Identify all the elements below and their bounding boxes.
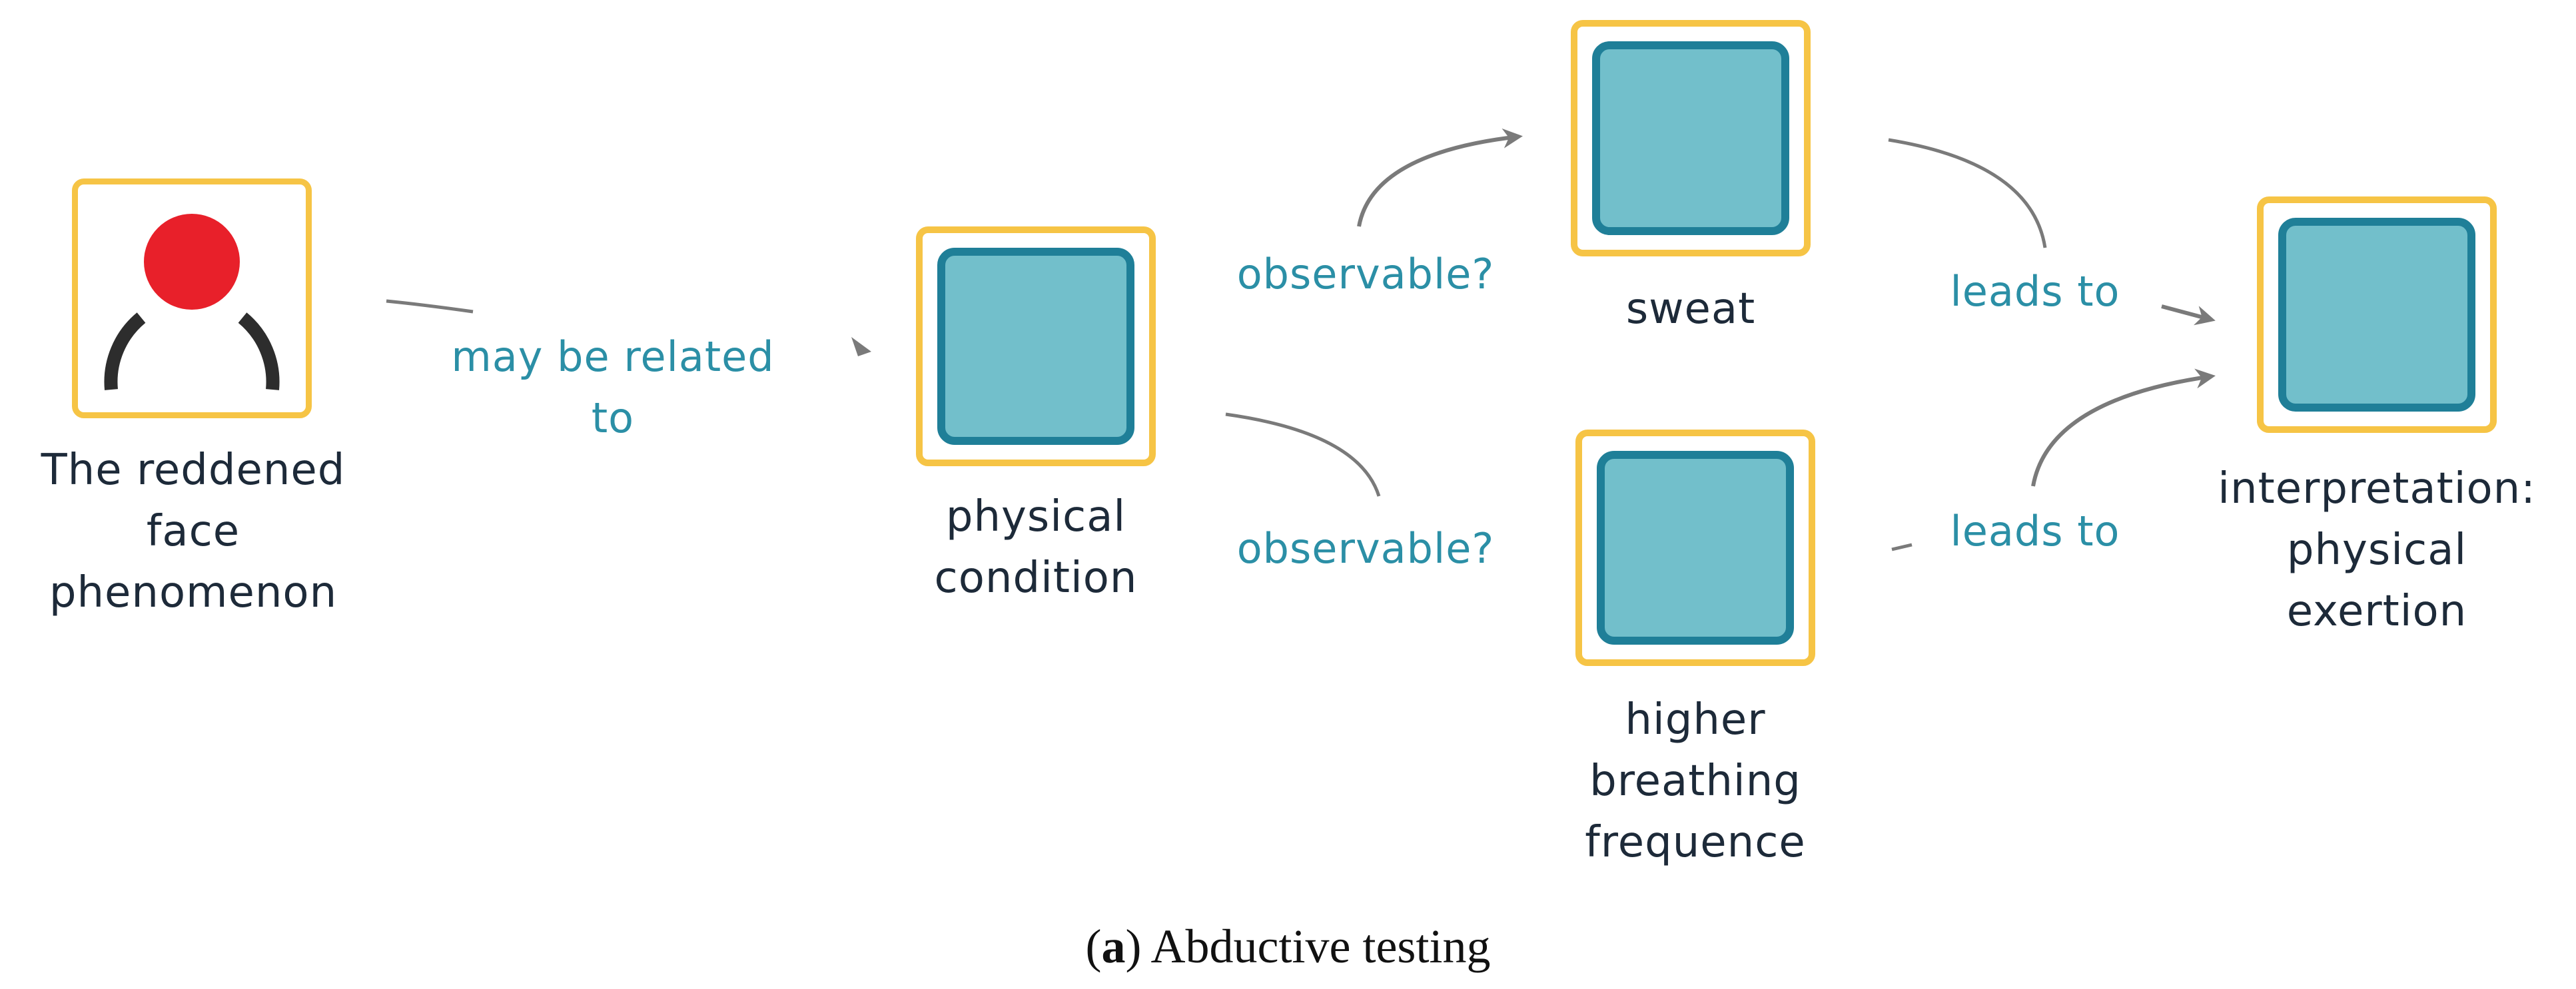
- node-phenomenon: [72, 178, 312, 418]
- figure-caption: (a) Abductive testing: [1085, 920, 1491, 973]
- node-label-phenomenon: The reddened face phenomenon: [41, 446, 346, 617]
- node-label-sweat: sweat: [1625, 284, 1756, 334]
- edge-label-leads-to-top: leads to: [1950, 267, 2120, 316]
- node-physical-condition: [916, 226, 1156, 466]
- node-square: [2278, 218, 2475, 412]
- edge-label-observable-top: observable?: [1236, 250, 1495, 298]
- caption-text: Abductive testing: [1150, 920, 1491, 973]
- person-icon: [104, 214, 280, 390]
- edge-leads-to-top-start: [1888, 138, 2047, 248]
- node-label-physical-condition: physical condition: [934, 492, 1138, 603]
- edge-label-observable-bottom: observable?: [1236, 524, 1495, 573]
- node-label-interpretation: interpretation: physical exertion: [2218, 464, 2536, 636]
- node-square: [1597, 451, 1794, 645]
- node-square: [1592, 41, 1789, 235]
- node-sweat: [1571, 20, 1811, 256]
- edge-leads-to-bottom-start: [1891, 543, 1913, 551]
- node-interpretation: [2257, 196, 2497, 433]
- node-square: [937, 248, 1134, 445]
- edge-label-may-be-related: may be related to: [451, 332, 775, 442]
- edge-leads-to-top: [2161, 304, 2216, 326]
- edge-leads-to-bottom: [2031, 368, 2216, 487]
- edge-observable-bottom: [1225, 412, 1381, 497]
- edge-label-leads-to-bottom: leads to: [1950, 507, 2120, 555]
- edge-observable-top: [1357, 128, 1523, 227]
- caption-letter: a: [1101, 920, 1126, 973]
- node-label-breathing: higher breathing frequence: [1585, 695, 1806, 867]
- edge-may-be-related-arrowhead: [851, 337, 871, 356]
- edge-may-be-related: [386, 299, 474, 314]
- node-breathing: [1575, 430, 1815, 666]
